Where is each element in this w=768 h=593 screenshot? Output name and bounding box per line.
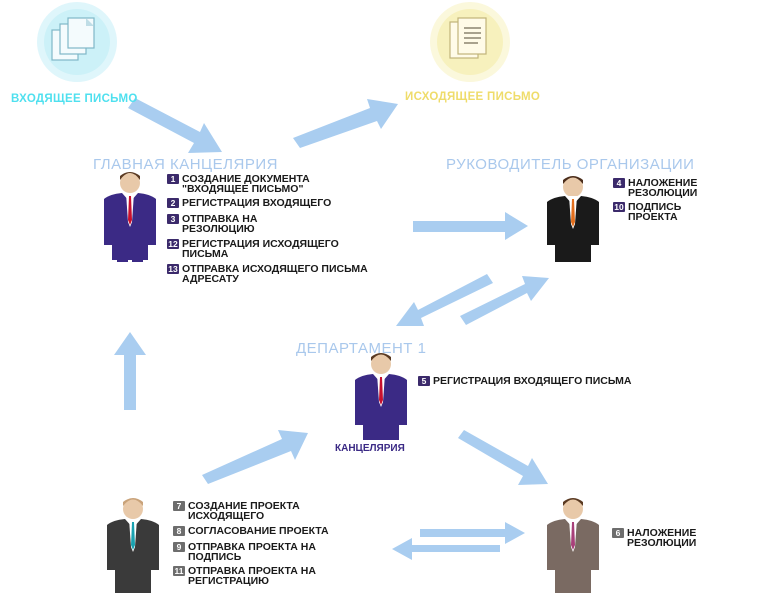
arrow-department-to-reviewer: [458, 430, 548, 485]
org-head-title: РУКОВОДИТЕЛЬ ОРГАНИЗАЦИИ: [446, 156, 695, 173]
step-text: СОГЛАСОВАНИЕ ПРОЕКТА: [188, 525, 329, 537]
step-number: 5: [418, 376, 430, 386]
arrow-incoming-to-office: [128, 98, 222, 153]
incoming-letter-label: ВХОДЯЩЕЕ ПИСЬМО: [11, 93, 138, 105]
step-number: 3: [167, 214, 179, 224]
arrow-executor-to-office: [114, 332, 146, 410]
step-number: 10: [613, 202, 625, 212]
step-number: 6: [612, 528, 624, 538]
step-text: РЕГИСТРАЦИЯ ВХОДЯЩЕГО: [182, 197, 332, 209]
arrow-executor-to-department: [202, 430, 308, 484]
step-text: СОЗДАНИЕ ДОКУМЕНТА "ВХОДЯЩЕЕ ПИСЬМО": [182, 173, 310, 195]
arrow-reviewer-to-executor: [392, 538, 500, 560]
main-office-step-3: 3 ОТПРАВКА НА РЕЗОЛЮЦИЮ: [167, 214, 257, 234]
step-text: ОТПРАВКА НА РЕЗОЛЮЦИЮ: [182, 213, 258, 235]
outgoing-letter-label: ИСХОДЯЩЕЕ ПИСЬМО: [405, 91, 541, 103]
step-text: РЕГИСТРАЦИЯ ВХОДЯЩЕГО ПИСЬМА: [433, 375, 632, 387]
org-head-person-icon: [547, 176, 599, 262]
step-text: РЕГИСТРАЦИЯ ИСХОДЯЩЕГО ПИСЬМА: [182, 238, 339, 260]
main-office-step-2: 2 РЕГИСТРАЦИЯ ВХОДЯЩЕГО: [167, 198, 331, 208]
executor-step-8: 8 СОГЛАСОВАНИЕ ПРОЕКТА: [173, 526, 329, 536]
arrow-office-to-head: [413, 212, 528, 240]
arrow-department-to-head: [460, 276, 549, 325]
arrow-executor-to-reviewer: [420, 522, 525, 544]
main-office-title: ГЛАВНАЯ КАНЦЕЛЯРИЯ: [93, 156, 278, 173]
outgoing-letter-icon: [430, 2, 510, 82]
step-number: 2: [167, 198, 179, 208]
reviewer-step-6: 6 НАЛОЖЕНИЕ РЕЗОЛЮЦИИ: [612, 528, 696, 548]
arrow-office-to-outgoing: [293, 99, 398, 148]
step-text: ОТПРАВКА ПРОЕКТА НА РЕГИСТРАЦИЮ: [188, 565, 316, 587]
main-office-step-1: 1 СОЗДАНИЕ ДОКУМЕНТА "ВХОДЯЩЕЕ ПИСЬМО": [167, 174, 310, 194]
main-office-step-13: 13 ОТПРАВКА ИСХОДЯЩЕГО ПИСЬМА АДРЕСАТУ: [167, 264, 368, 284]
step-number: 8: [173, 526, 185, 536]
step-text: НАЛОЖЕНИЕ РЕЗОЛЮЦИИ: [628, 177, 698, 199]
step-text: ОТПРАВКА ИСХОДЯЩЕГО ПИСЬМА АДРЕСАТУ: [182, 263, 368, 285]
reviewer-person-icon: [547, 498, 599, 593]
main-office-step-12: 12 РЕГИСТРАЦИЯ ИСХОДЯЩЕГО ПИСЬМА: [167, 239, 339, 259]
incoming-letter-icon: [37, 2, 117, 82]
arrow-head-to-department: [396, 274, 493, 326]
department-step-5: 5 РЕГИСТРАЦИЯ ВХОДЯЩЕГО ПИСЬМА: [418, 376, 631, 386]
executor-step-7: 7 СОЗДАНИЕ ПРОЕКТА ИСХОДЯЩЕГО: [173, 501, 300, 521]
step-number: 11: [173, 566, 185, 576]
org-head-step-10: 10 ПОДПИСЬ ПРОЕКТА: [613, 202, 681, 222]
executor-step-11: 11 ОТПРАВКА ПРОЕКТА НА РЕГИСТРАЦИЮ: [173, 566, 316, 586]
step-number: 9: [173, 542, 185, 552]
department-title: ДЕПАРТАМЕНТ 1: [296, 340, 427, 357]
department-person-icon: [355, 353, 407, 440]
step-number: 4: [613, 178, 625, 188]
step-number: 1: [167, 174, 179, 184]
step-number: 7: [173, 501, 185, 511]
step-number: 13: [167, 264, 179, 274]
main-office-person-icon: [104, 172, 156, 262]
department-caption: КАНЦЕЛЯРИЯ: [335, 443, 405, 454]
step-text: СОЗДАНИЕ ПРОЕКТА ИСХОДЯЩЕГО: [188, 500, 300, 522]
org-head-step-4: 4 НАЛОЖЕНИЕ РЕЗОЛЮЦИИ: [613, 178, 697, 198]
step-text: ОТПРАВКА ПРОЕКТА НА ПОДПИСЬ: [188, 541, 316, 563]
step-text: НАЛОЖЕНИЕ РЕЗОЛЮЦИИ: [627, 527, 697, 549]
executor-person-icon: [107, 498, 159, 593]
step-text: ПОДПИСЬ ПРОЕКТА: [628, 201, 682, 223]
executor-step-9: 9 ОТПРАВКА ПРОЕКТА НА ПОДПИСЬ: [173, 542, 316, 562]
step-number: 12: [167, 239, 179, 249]
